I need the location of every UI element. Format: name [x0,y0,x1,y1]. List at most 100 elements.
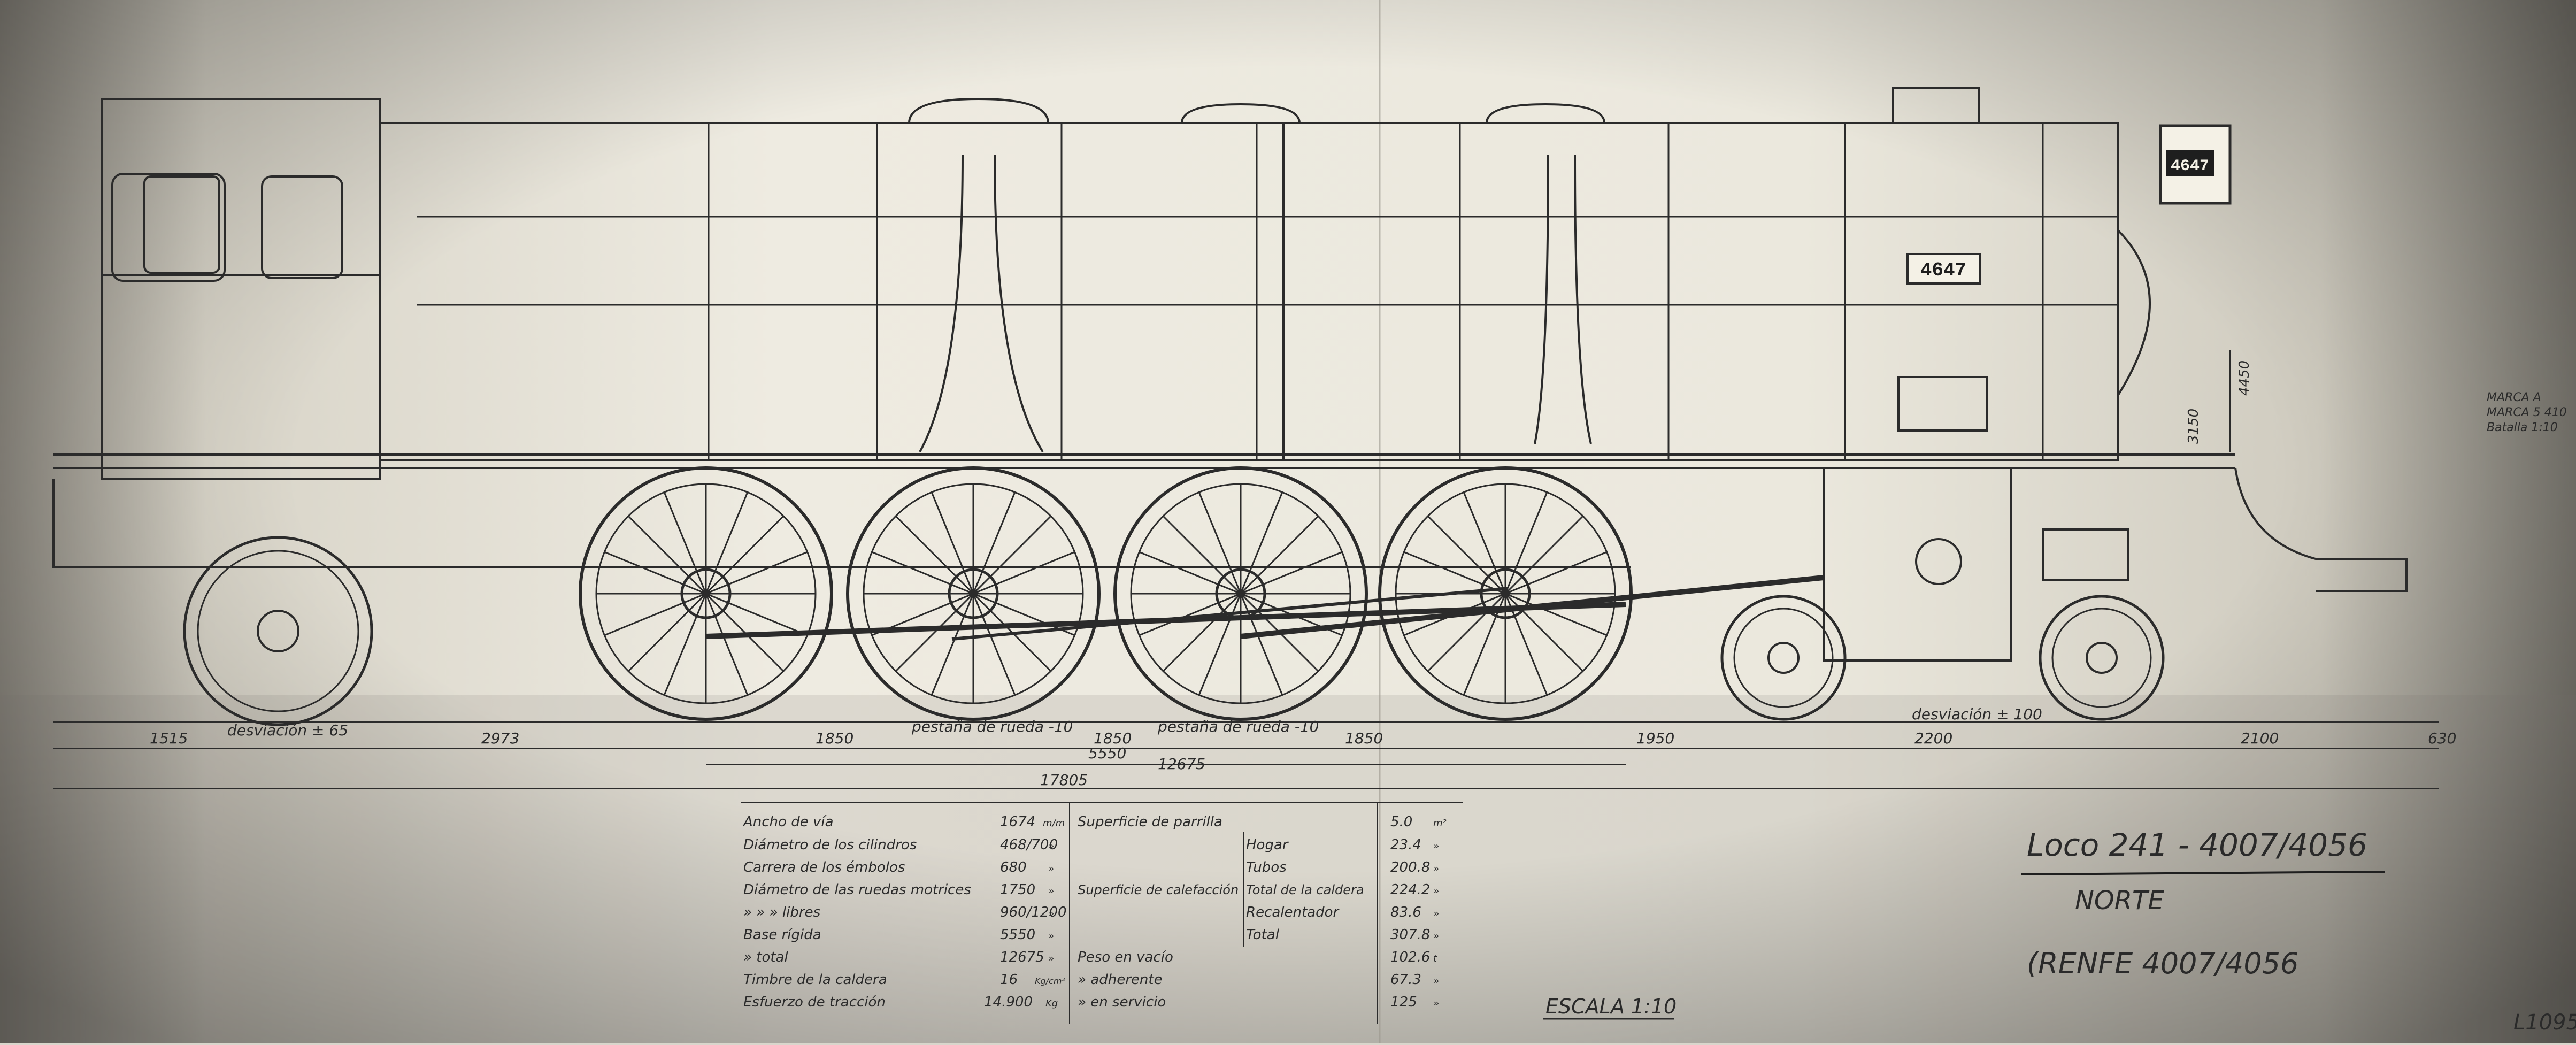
spec-label-heating-total: Total [1246,927,1280,943]
spec-label-boiler-total: Total de la caldera [1246,882,1364,897]
steam-pipe [1534,155,1549,444]
spec-unit-service-weight: » [1433,998,1439,1009]
spec-value-boiler-total: 224.2 [1390,882,1430,898]
spec-label-driving-wheels: Diámetro de las ruedas motrices [743,882,971,898]
spec-unit-tubes: » [1433,863,1439,874]
spec-value-rigid-base: 5550 [1000,927,1035,943]
spec-label-adhesive-weight: » adherente [1078,972,1163,988]
wheel-group [183,466,2165,726]
spec-label-tractive-effort: Esfuerzo de tracción [743,994,886,1010]
spec-unit-gauge: m/m [1043,818,1065,829]
spec-label-superheater: Recalentador [1246,904,1340,920]
handwritten-norte: NORTE [2075,886,2164,916]
bogie-wheel-front [2039,595,2165,721]
marking-line-3: Batalla 1:10 [2487,421,2558,434]
dim-1850-b: 1850 [1094,729,1132,747]
spec-value-boiler-pressure: 16 [1000,972,1018,988]
steam-dome [908,97,1049,124]
driving-wheel-1 [579,466,833,721]
spec-label-firebox: Hogar [1246,837,1289,853]
spec-label-rigid-base: Base rígida [743,927,821,943]
front-buffer-beam [2234,467,2408,592]
spec-label-empty-weight: Peso en vacío [1078,949,1173,965]
handwritten-renfe-line: (RENFE 4007/4056 [2027,947,2299,980]
spec-unit-cyl-diam: » [1048,841,1054,852]
spec-label-grate: Superficie de parrilla [1078,814,1222,830]
spec-unit-boiler-pressure: Kg/cm² [1035,976,1065,986]
chimney [1892,87,1980,123]
locomotive [52,87,2408,662]
cylinder-cover [1915,538,1962,585]
spec-value-service-weight: 125 [1390,994,1417,1010]
driving-wheel-2 [846,466,1101,721]
handwritten-notes: Loco 241 - 4007/4056 NORTE (RENFE 4007/4… [2021,827,2386,980]
dim-12675: 12675 [1158,755,1205,773]
dim-1950: 1950 [1636,729,1674,747]
height-3150: 3150 [2186,409,2202,444]
dim-2200: 2200 [1914,729,1952,747]
driving-wheel-4 [1378,466,1633,721]
spec-unit-superheater: » [1433,908,1439,919]
dim-1850-a: 1850 [816,729,853,747]
left-displacement-note: desviación ± 65 [227,721,348,739]
cab-window [111,173,226,282]
smokebox-door [2117,229,2151,397]
spec-table: Ancho de vía 1674 m/m Diámetro de los ci… [741,802,1463,1024]
marking-note: MARCA A MARCA 5 410 Batalla 1:10 [2487,391,2567,434]
flange-note-b: pestaña de rueda -10 [1157,718,1319,735]
spec-value-stroke: 680 [1000,859,1027,875]
driving-wheel-3 [1113,466,1368,721]
front-cylinder [2042,528,2129,581]
dim-1515: 1515 [150,729,188,747]
spec-unit-grate: m² [1433,818,1447,829]
spec-label-heating-surface: Superficie de calefacción [1078,882,1239,897]
spec-value-gauge: 1674 [1000,814,1035,830]
spec-label-free-wheels: » » » libres [743,904,820,920]
spec-label-cyl-diam: Diámetro de los cilindros [743,837,917,853]
main-frame [52,479,1631,568]
marking-line-1: MARCA A [2487,391,2541,404]
spec-value-driving-wheels: 1750 [1000,882,1035,898]
spec-right-column: Superficie de parrilla 5.0 m² Superficie… [1078,814,1447,1010]
spec-label-service-weight: » en servicio [1078,994,1166,1010]
boiler-body [1283,122,2119,461]
dim-1850-c: 1850 [1345,729,1383,747]
spec-value-empty-weight: 102.6 [1390,949,1430,965]
spec-value-firebox: 23.4 [1390,837,1421,853]
spec-value-grate: 5.0 [1390,814,1412,830]
rear-dome [1486,103,1605,124]
cylinder-block [1823,467,2012,662]
dimension-row-top: 1515 2973 1850 1850 1850 1950 2200 2100 … [150,729,2456,747]
steam-pipe [919,155,964,452]
handwritten-loco-line: Loco 241 - 4007/4056 [2027,827,2367,863]
spec-value-adhesive-weight: 67.3 [1390,972,1421,988]
right-displacement-note: desviación ± 100 [1912,705,2042,723]
drawing-id: L1095 [2513,1010,2576,1035]
front-number-plate: 4647 [2159,124,2232,205]
steam-pipe [994,155,1044,453]
sand-dome [1181,103,1301,124]
dimension-row-second: 5550 12675 17805 [1040,744,1205,789]
spec-label-tubes: Tubos [1246,859,1287,875]
spec-unit-firebox: » [1433,841,1439,852]
front-panel [1897,376,1988,432]
spec-unit-driving-wheels: » [1048,886,1054,897]
spec-value-total-base: 12675 [1000,949,1044,965]
cab-number-text: 4647 [1920,259,1966,281]
cab-window-inner [143,175,220,274]
front-number-text: 4647 [2171,157,2209,175]
dim-630: 630 [2428,729,2456,747]
spec-label-boiler-pressure: Timbre de la caldera [743,972,887,988]
spec-unit-heating-total: » [1433,931,1439,942]
spec-unit-stroke: » [1048,863,1054,874]
spec-label-stroke: Carrera de los émbolos [743,859,905,875]
spec-value-free-wheels: 960/1200 [1000,904,1067,920]
height-4450: 4450 [2236,360,2252,396]
dim-2973: 2973 [481,729,519,747]
spec-unit-total-base: » [1048,953,1054,964]
spec-left-column: Ancho de vía 1674 m/m Diámetro de los ci… [742,814,1067,1010]
spec-value-tractive-effort: 14.900 [984,994,1033,1010]
